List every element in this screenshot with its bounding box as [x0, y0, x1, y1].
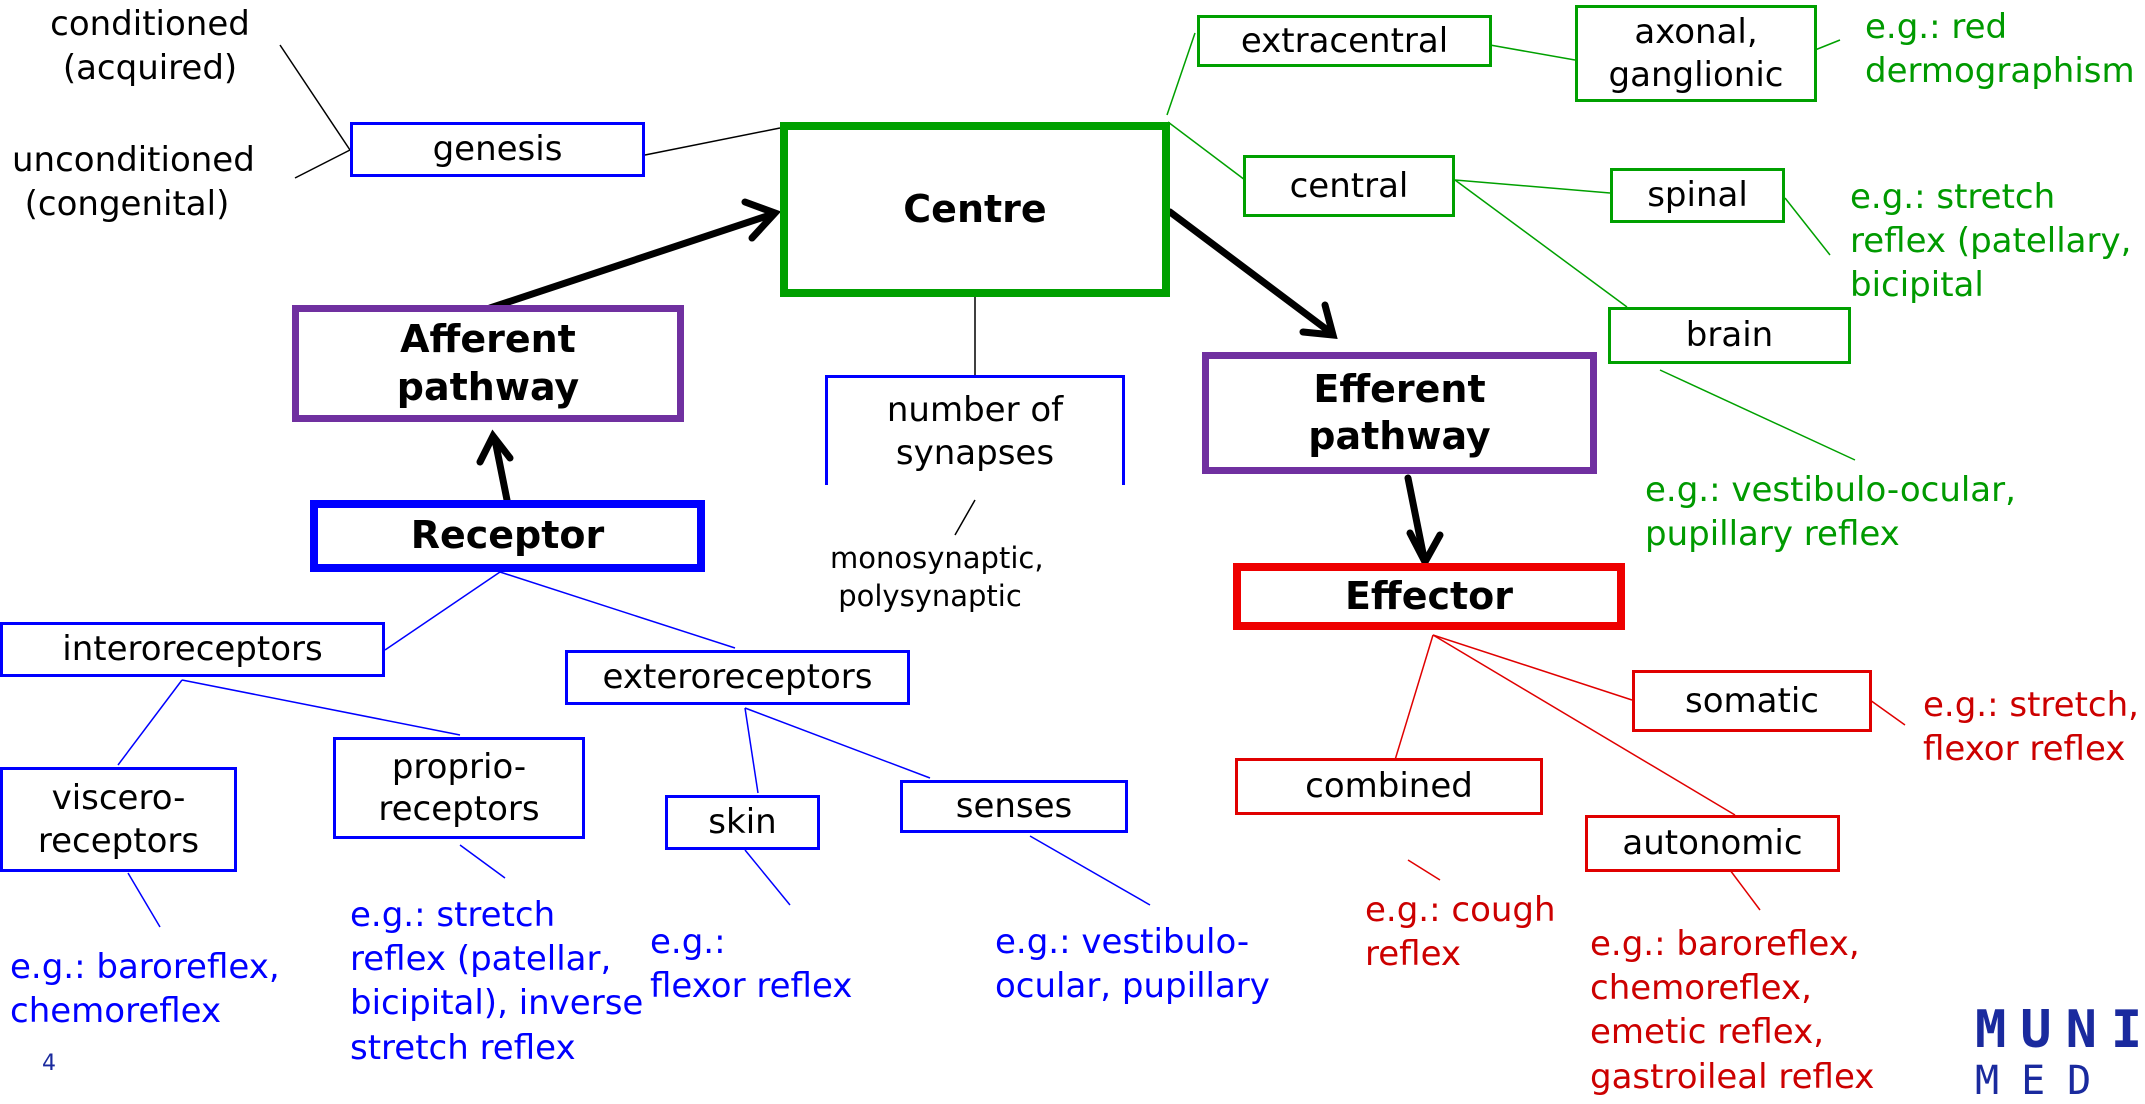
exteroreceptors-box: exteroreceptors — [565, 650, 910, 705]
brain-box: brain — [1608, 307, 1851, 364]
viscero-example: e.g.: baroreflex,chemoreflex — [10, 947, 280, 1032]
efferent-pathway-box: Efferent pathway — [1202, 352, 1597, 474]
genesis-label: genesis — [432, 129, 563, 170]
autonomic-box: autonomic — [1585, 815, 1840, 872]
axonal-ganglionic-box: axonal,ganglionic — [1575, 5, 1817, 102]
skin-example: e.g.:flexor reflex — [650, 922, 853, 1007]
senses-example: e.g.: vestibulo-ocular, pupillary — [995, 922, 1270, 1007]
spinal-box: spinal — [1610, 168, 1785, 223]
proprioreceptors-box: proprio-receptors — [333, 737, 585, 839]
brain-example: e.g.: vestibulo-ocular,pupillary reflex — [1645, 470, 2016, 555]
efferent-label: Efferent pathway — [1308, 366, 1491, 459]
receptor-label: Receptor — [410, 513, 605, 558]
skin-box: skin — [665, 795, 820, 850]
somatic-example: e.g.: stretch,flexor reflex — [1923, 685, 2139, 770]
effector-box: Effector — [1233, 563, 1625, 630]
autonomic-example: e.g.: baroreflex,chemoreflex,emetic refl… — [1590, 924, 1875, 1097]
muni-logo: MUNI — [1975, 1000, 2145, 1060]
unconditioned-label: unconditioned(congenital) — [12, 140, 255, 225]
afferent-label: Afferent pathway — [396, 317, 580, 409]
page-number: 4 — [42, 1051, 56, 1076]
somatic-box: somatic — [1632, 670, 1872, 732]
afferent-pathway-box: Afferent pathway — [292, 305, 684, 422]
centre-label: Centre — [903, 186, 1047, 231]
centre-box: Centre — [780, 122, 1170, 297]
effector-label: Effector — [1344, 573, 1514, 618]
conditioned-label: conditioned(acquired) — [50, 4, 250, 89]
extracentral-box: extracentral — [1197, 15, 1492, 67]
genesis-box: genesis — [350, 122, 645, 177]
visceroreceptors-box: viscero-receptors — [0, 767, 237, 872]
med-logo: MED — [1975, 1058, 2114, 1104]
receptor-box: Receptor — [310, 500, 705, 572]
synapse-types-label: monosynaptic,polysynaptic — [830, 541, 1044, 613]
combined-box: combined — [1235, 758, 1543, 815]
central-box: central — [1243, 155, 1455, 217]
interoreceptors-box: interoreceptors — [0, 622, 385, 677]
senses-box: senses — [900, 780, 1128, 833]
